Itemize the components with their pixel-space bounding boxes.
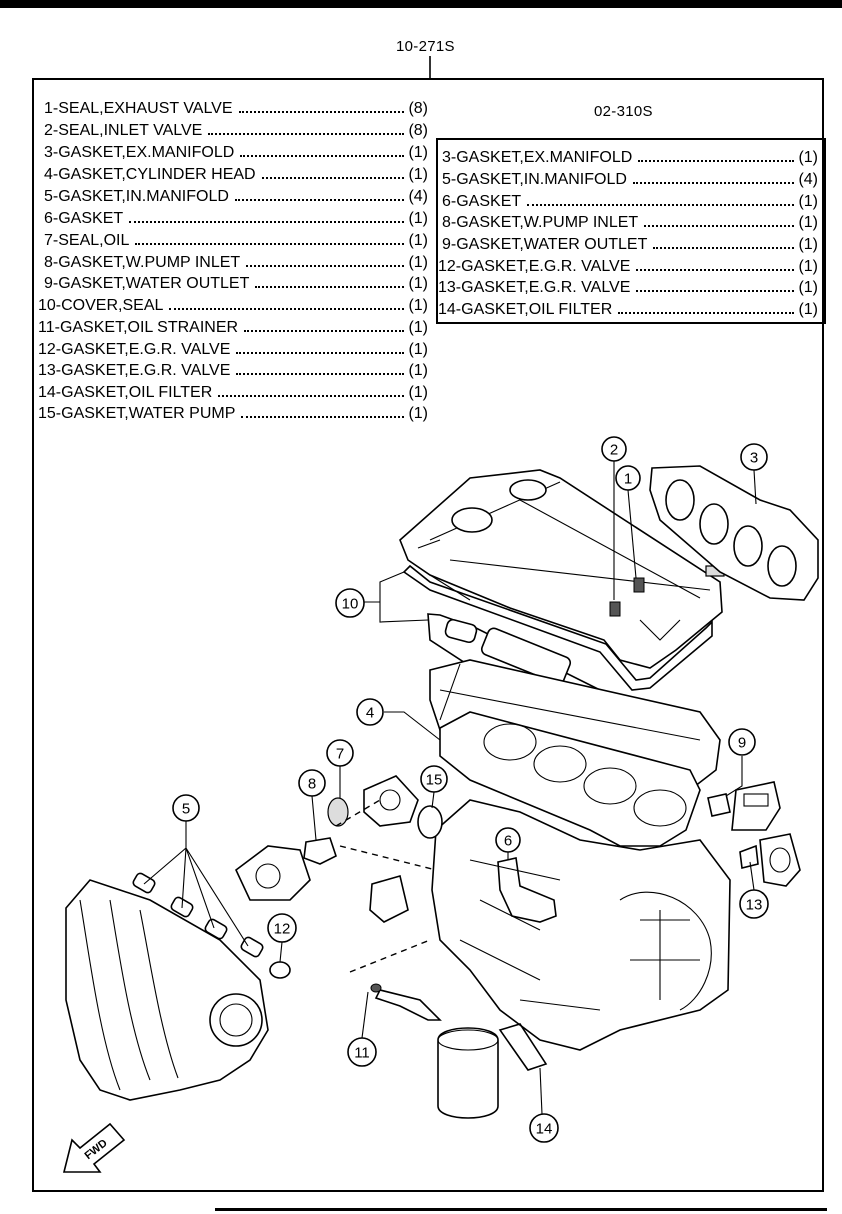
callout-6: 6	[495, 827, 521, 853]
callout-7: 7	[326, 739, 354, 767]
svg-text:15: 15	[426, 772, 443, 789]
list-item: 2-SEAL,INLET VALVE(8)	[44, 122, 428, 139]
callout-8: 8	[298, 769, 326, 797]
water-outlet-gasket-9	[707, 793, 731, 817]
svg-text:10: 10	[342, 596, 359, 613]
svg-text:3: 3	[750, 450, 758, 467]
svg-text:4: 4	[366, 705, 374, 722]
svg-text:11: 11	[354, 1045, 370, 1062]
callout-14: 14	[529, 1113, 559, 1143]
leader-5	[143, 820, 249, 947]
inlet-valve-seal	[609, 601, 621, 617]
top-rule	[0, 0, 842, 8]
water-outlet	[731, 781, 781, 831]
callout-1: 1	[615, 465, 641, 491]
exhaust-manifold-gasket	[649, 465, 819, 601]
leader-4	[384, 711, 441, 741]
egr-gasket-12	[269, 961, 291, 979]
callout-15: 15	[420, 765, 448, 793]
svg-text:9: 9	[738, 735, 746, 752]
leader-9	[725, 756, 743, 797]
callout-11: 11	[347, 1037, 377, 1067]
callout-4: 4	[356, 698, 384, 726]
list-item: 6-GASKET(1)	[44, 210, 428, 227]
leader-10	[364, 571, 429, 623]
callout-13: 13	[739, 889, 769, 919]
list-item: 6-GASKET(1)	[442, 193, 818, 210]
fwd-arrow-icon: FWD	[62, 1122, 126, 1173]
valve-cover	[399, 469, 725, 669]
sub-kit-code: 02-310S	[594, 103, 653, 120]
list-item: 1-SEAL,EXHAUST VALVE(8)	[44, 100, 428, 117]
callout-2: 2	[601, 436, 627, 462]
oil-filter	[437, 1027, 499, 1119]
callout-9: 9	[728, 728, 756, 756]
list-item: 3-GASKET,EX.MANIFOLD(1)	[442, 149, 818, 166]
svg-text:1: 1	[624, 471, 632, 488]
leader-8	[311, 795, 317, 841]
list-item: 8-GASKET,W.PUMP INLET(1)	[44, 254, 428, 271]
oil-filter-gasket-14	[498, 1023, 548, 1071]
w-pump-inlet-gasket-8	[303, 837, 337, 865]
list-item: 13-GASKET,E.G.R. VALVE(1)	[38, 362, 428, 379]
callout-3: 3	[740, 443, 768, 471]
leader-14	[539, 1067, 543, 1115]
list-item: 12-GASKET,E.G.R. VALVE(1)	[438, 258, 818, 275]
leader-1	[627, 489, 637, 579]
list-item: 14-GASKET,OIL FILTER(1)	[438, 301, 818, 318]
diagram-frame	[32, 78, 824, 1192]
list-item: 13-GASKET,E.G.R. VALVE(1)	[438, 279, 818, 296]
svg-text:12: 12	[274, 921, 291, 938]
svg-text:7: 7	[336, 746, 344, 763]
oil-seal-7	[327, 797, 349, 827]
exhaust-valve-seal	[633, 577, 645, 593]
callout-12: 12	[267, 913, 297, 943]
water-pump-inlet	[235, 845, 311, 901]
block-gasket-6	[497, 857, 557, 923]
list-item: 7-SEAL,OIL(1)	[44, 232, 428, 249]
assembly-line	[335, 799, 381, 827]
svg-text:14: 14	[536, 1121, 553, 1138]
sub-kit-box	[436, 138, 826, 324]
list-item: 14-GASKET,OIL FILTER(1)	[38, 384, 428, 401]
svg-text:8: 8	[308, 776, 316, 793]
leader-13	[749, 861, 755, 891]
list-item: 5-GASKET,IN.MANIFOLD(4)	[44, 188, 428, 205]
list-item: 4-GASKET,CYLINDER HEAD(1)	[44, 166, 428, 183]
water-pump	[363, 775, 419, 827]
list-item: 12-GASKET,E.G.R. VALVE(1)	[38, 341, 428, 358]
leader-12	[279, 941, 283, 963]
svg-text:13: 13	[746, 897, 763, 914]
bottom-rule	[215, 1208, 827, 1211]
svg-text:2: 2	[610, 442, 618, 459]
svg-text:5: 5	[182, 801, 190, 818]
assembly-line	[339, 845, 437, 871]
leader-15	[431, 791, 435, 809]
water-pump-gasket-15	[417, 805, 443, 839]
list-item: 9-GASKET,WATER OUTLET(1)	[442, 236, 818, 253]
leader-3	[753, 469, 757, 505]
list-item: 9-GASKET,WATER OUTLET(1)	[44, 275, 428, 292]
leader-11	[361, 991, 369, 1039]
main-kit-code: 10-271S	[396, 38, 455, 55]
oil-strainer	[369, 875, 442, 1021]
engine-block	[431, 799, 731, 1051]
intake-manifold	[65, 879, 269, 1101]
list-item: 8-GASKET,W.PUMP INLET(1)	[442, 214, 818, 231]
list-item: 11-GASKET,OIL STRAINER(1)	[38, 319, 428, 336]
list-item: 10-COVER,SEAL(1)	[38, 297, 428, 314]
list-item: 5-GASKET,IN.MANIFOLD(4)	[442, 171, 818, 188]
egr-valve	[759, 833, 801, 887]
svg-text:6: 6	[504, 833, 512, 850]
list-item: 15-GASKET,WATER PUMP(1)	[38, 405, 428, 422]
list-item: 3-GASKET,EX.MANIFOLD(1)	[44, 144, 428, 161]
callout-10: 10	[335, 588, 365, 618]
egr-gasket-13	[739, 844, 759, 869]
assembly-line	[349, 939, 431, 973]
callout-5: 5	[172, 794, 200, 822]
